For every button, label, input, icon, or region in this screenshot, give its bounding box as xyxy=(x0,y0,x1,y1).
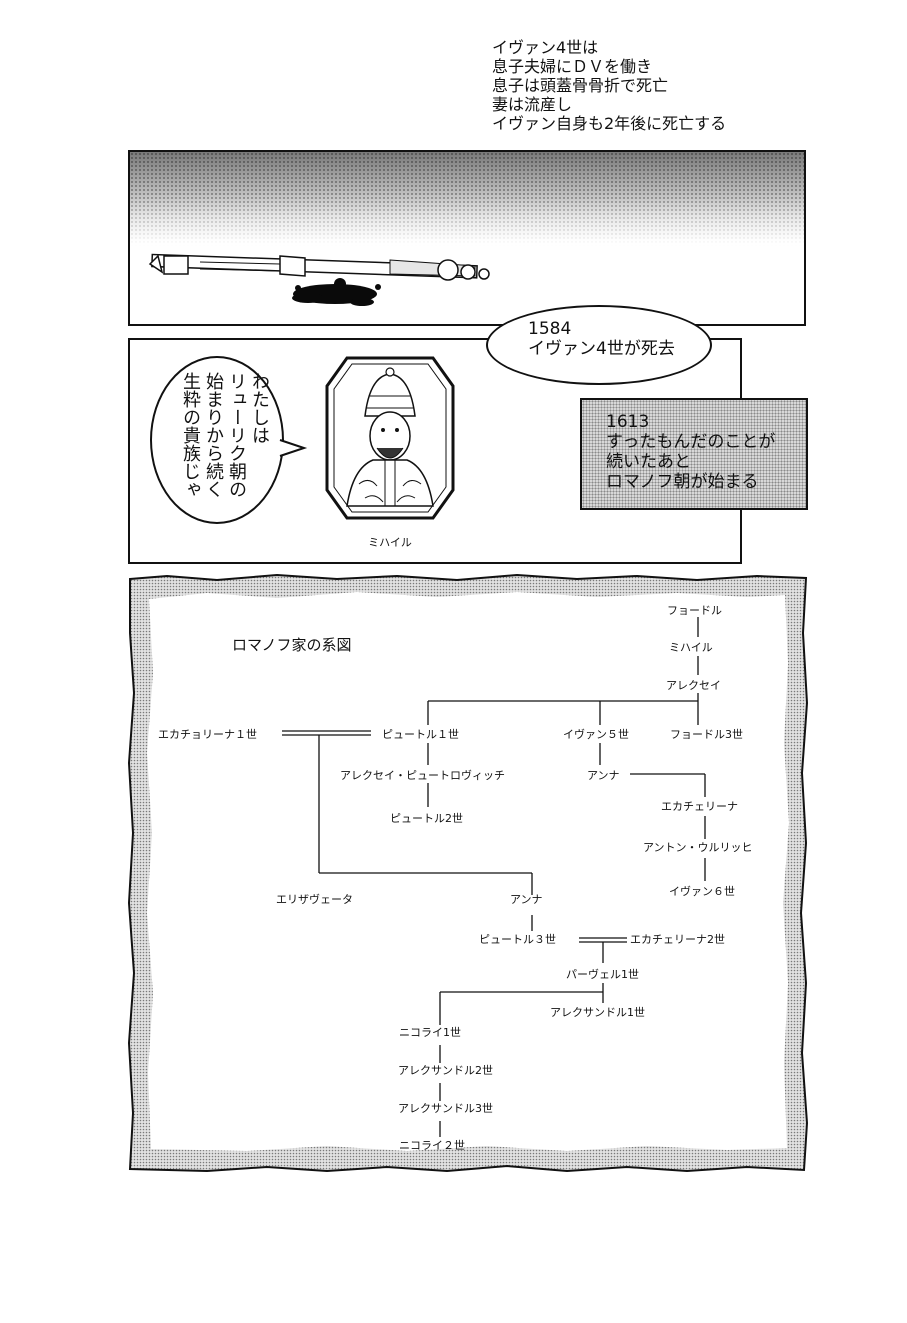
tree-name-alexei-petrovich: アレクセイ・ピュートロヴィッチ xyxy=(340,769,505,782)
date-bubble-text: 1584 イヴァン4世が死去 xyxy=(528,319,675,359)
portrait-caption: ミハイル xyxy=(368,536,412,549)
tree-name-peter1: ピュートル１世 xyxy=(382,728,459,741)
family-tree-paper xyxy=(147,592,789,1151)
tree-name-anna-petrovna: アンナ xyxy=(510,893,543,906)
mikhail-portrait xyxy=(325,356,455,520)
narration-2-line-3: 続いたあと xyxy=(606,452,691,472)
tree-name-alexander2: アレクサンドル2世 xyxy=(398,1064,493,1077)
panel-1-screentone xyxy=(130,152,804,324)
tree-name-alexander1: アレクサンドル1世 xyxy=(550,1006,645,1019)
narration-line-4: 妻は流産し xyxy=(492,95,573,114)
tree-name-anton-ulrich: アントン・ウルリッヒ xyxy=(643,841,753,854)
tree-name-nicholas2: ニコライ２世 xyxy=(399,1139,465,1152)
speech-line-1: わたしは xyxy=(249,372,270,444)
speech-line-4: 生粋の貴族じゃ xyxy=(180,372,201,498)
scepter-illustration xyxy=(148,253,490,306)
date-bubble xyxy=(486,305,712,385)
tree-name-fyodor3: フョードル3世 xyxy=(670,728,743,741)
tree-name-nicholas1: ニコライ1世 xyxy=(399,1026,461,1039)
tree-name-peter2: ピュートル2世 xyxy=(390,812,463,825)
speech-bubble-tail xyxy=(278,439,308,457)
narration-line-1: イヴァン4世は xyxy=(492,38,599,57)
tree-name-alexander3: アレクサンドル3世 xyxy=(398,1102,493,1115)
family-tree-title: ロマノフ家の系図 xyxy=(232,636,352,654)
narration-line-5: イヴァン自身も2年後に死亡する xyxy=(492,114,727,133)
tree-name-paul1: パーヴェル1世 xyxy=(566,968,639,981)
narration-2-line-1: 1613 xyxy=(606,412,650,432)
narration-box-2-text: 1613 すったもんだのことが 続いたあと ロマノフ朝が始まる xyxy=(606,412,775,492)
speech-bubble xyxy=(150,356,284,524)
tree-name-catherine1: エカチョリーナ１世 xyxy=(158,728,257,741)
tree-name-elizabeth: エリザヴェータ xyxy=(276,893,353,906)
panel-1 xyxy=(128,150,806,326)
tree-name-fyodor: フョードル xyxy=(667,604,722,617)
tree-name-peter3: ピュートル３世 xyxy=(479,933,556,946)
narration-2-line-2: すったもんだのことが xyxy=(606,432,776,452)
narration-2-line-4: ロマノフ朝が始まる xyxy=(606,472,759,492)
tree-name-ivan5: イヴァン５世 xyxy=(563,728,629,741)
narration-line-3: 息子は頭蓋骨骨折で死亡 xyxy=(492,76,669,95)
narration-box-1: イヴァン4世は 息子夫婦にＤＶを働き 息子は頭蓋骨骨折で死亡 妻は流産し イヴァ… xyxy=(486,32,726,144)
family-tree-lines xyxy=(282,617,706,1137)
tree-name-anna-ivanovna: アンナ xyxy=(587,769,620,782)
tree-name-catherine2: エカチェリーナ2世 xyxy=(630,933,725,946)
narration-line-2: 息子夫婦にＤＶを働き xyxy=(492,57,653,76)
family-tree-panel xyxy=(127,573,809,1173)
scepter-icon xyxy=(148,253,490,306)
tree-name-ivan6: イヴァン６世 xyxy=(669,885,735,898)
portrait-figure-icon xyxy=(346,367,434,507)
tree-name-alexei: アレクセイ xyxy=(666,679,721,692)
speech-line-2: リューリク朝の xyxy=(226,372,247,498)
tree-name-catherine-ivanovna: エカチェリーナ xyxy=(661,800,738,813)
narration-box-2 xyxy=(580,398,808,510)
date-bubble-year: 1584 xyxy=(528,319,572,339)
speech-line-3: 始まりから続く xyxy=(203,372,224,498)
date-bubble-event: イヴァン4世が死去 xyxy=(528,339,675,359)
tree-name-mikhail: ミハイル xyxy=(669,641,713,654)
